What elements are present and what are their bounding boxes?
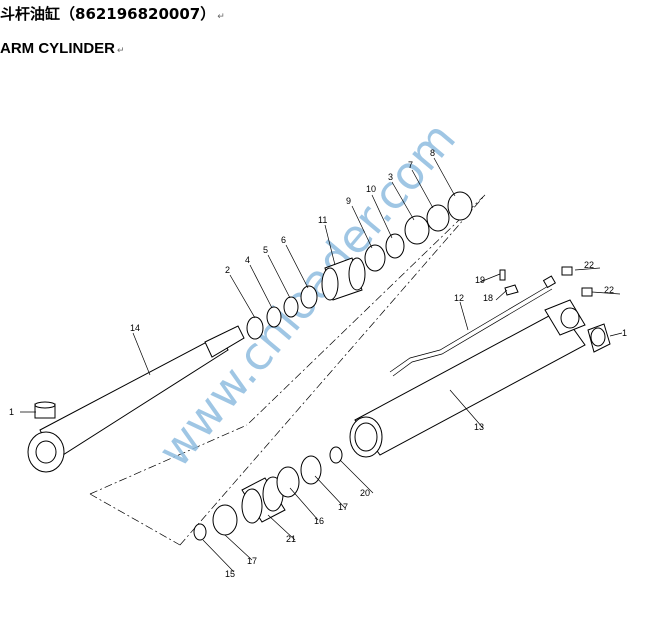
label-8: 8 [430, 148, 435, 158]
label-10: 10 [366, 184, 376, 194]
bushing-rod-eye [34, 401, 56, 419]
diagram-title-cn: 斗杆油缸（862196820007）↵ [0, 5, 225, 23]
label-4: 4 [245, 255, 250, 265]
label-21: 21 [286, 534, 296, 544]
piston-rod [27, 325, 245, 473]
label-13: 13 [474, 422, 484, 432]
diagram-title-en: ARM CYLINDER↵ [0, 40, 125, 57]
label-9: 9 [346, 196, 351, 206]
label-18: 18 [483, 293, 493, 303]
label-3: 3 [388, 172, 393, 182]
pipe-fittings [499, 266, 593, 297]
label-12: 12 [454, 293, 464, 303]
upper-seal-set [246, 285, 318, 340]
bushing-tube-end [587, 323, 611, 353]
label-19: 19 [475, 275, 485, 285]
label-2: 2 [225, 265, 230, 275]
label-7: 7 [408, 160, 413, 170]
head-ring-set [364, 191, 473, 272]
label-15: 15 [225, 569, 235, 579]
label-22-bottom: 22 [604, 285, 614, 295]
label-16: 16 [314, 516, 324, 526]
rod-guide [321, 257, 366, 301]
label-6: 6 [281, 235, 286, 245]
cylinder-tube [349, 299, 586, 458]
label-1-tube: 1 [622, 328, 627, 338]
label-20: 20 [360, 488, 370, 498]
callout-labels: 1 14 2 4 5 6 11 9 10 3 7 8 12 19 18 22 2… [9, 148, 627, 579]
label-22-top: 22 [584, 260, 594, 270]
leader-lines [20, 157, 623, 573]
piston-assembly [193, 446, 343, 541]
label-1-rod: 1 [9, 407, 14, 417]
label-11: 11 [318, 215, 327, 225]
assembly-boundary [89, 194, 486, 546]
label-17-right: 17 [338, 502, 348, 512]
label-14: 14 [130, 323, 140, 333]
oil-pipe [389, 275, 557, 377]
label-17-left: 17 [247, 556, 257, 566]
label-5: 5 [263, 245, 268, 255]
